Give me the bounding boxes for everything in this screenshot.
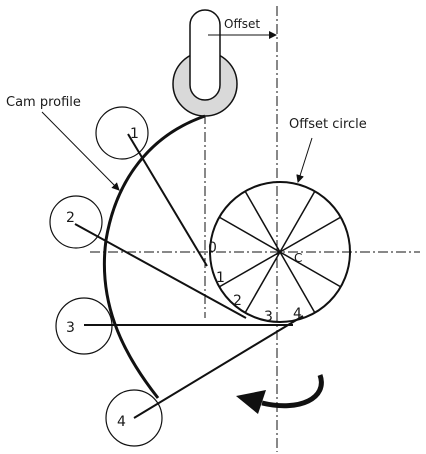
division-number-1: 1 [216,270,225,286]
roller-circle-4 [105,389,163,447]
division-number-3: 3 [264,309,273,325]
follower-stem [189,9,221,101]
rotation-arrow [261,374,324,409]
roller-circle-2 [49,195,103,249]
roller-number-3: 3 [66,320,75,336]
division-number-2: 2 [233,293,242,309]
cam-profile-pointer [41,111,120,191]
construction-lines [74,133,304,419]
offset-circle-spokes [218,190,342,314]
roller-circle-1 [95,106,149,160]
roller-number-2: 2 [66,210,75,226]
roller-number-4: 4 [117,414,126,430]
offset-circle-pointer [296,137,313,183]
roller-number-1: 1 [130,126,139,142]
division-number-4: 4 [293,306,302,322]
offset-circle-label: Offset circle [289,117,367,132]
offset-circle [209,181,351,323]
cam-profile-curve [102,114,206,399]
rotation-arrow-head [236,390,266,414]
offset-label: Offset [224,17,260,31]
division-number-0: 0 [208,240,217,256]
cam-profile-label: Cam profile [6,95,81,110]
roller-circle-3 [55,297,113,355]
offset-circle-center-label: C [294,251,302,265]
